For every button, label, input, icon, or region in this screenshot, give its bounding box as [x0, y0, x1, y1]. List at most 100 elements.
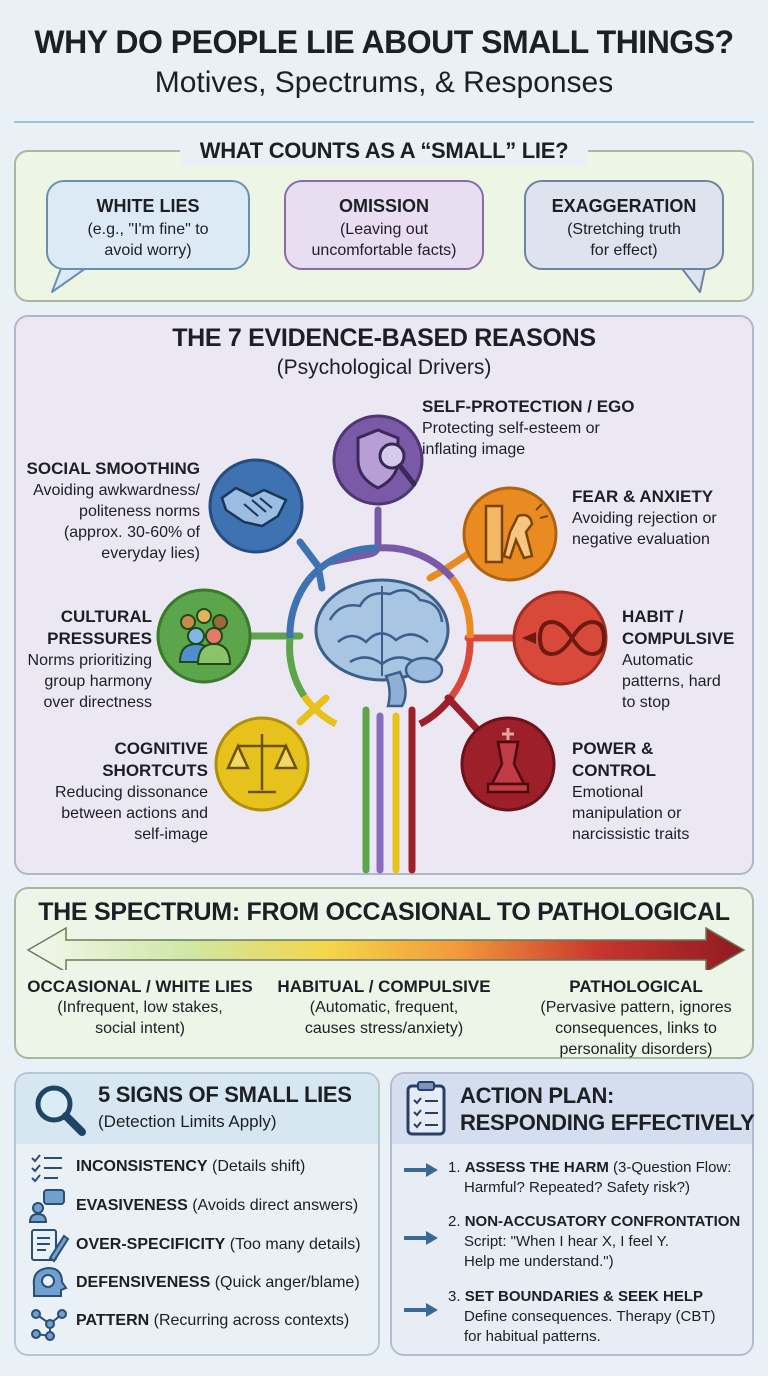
reason-line: Avoiding rejection or: [572, 510, 717, 527]
omission-line2: uncomfortable facts): [311, 242, 457, 259]
exaggeration-label: EXAGGERATION: [551, 196, 697, 216]
reason-line: everyday lies): [101, 545, 200, 562]
reason-line: narcissistic traits: [572, 826, 690, 843]
reason-label: COMPULSIVE: [622, 629, 735, 648]
reason-cultural-pressures: CULTURAL PRESSURES Norms prioritizing gr…: [16, 606, 152, 713]
spectrum-stage-habitual: HABITUAL / COMPULSIVE (Automatic, freque…: [270, 976, 498, 1039]
exaggeration-bubble: EXAGGERATION (Stretching truth for effec…: [524, 180, 724, 270]
speech-person-icon: [28, 1189, 65, 1223]
spectrum-arrow: [26, 926, 746, 970]
reason-label: SOCIAL SMOOTHING: [26, 459, 200, 478]
stage-line: (Infrequent, low stakes,: [57, 999, 223, 1016]
stage-label: PATHOLOGICAL: [569, 977, 703, 996]
action-title-line2: RESPONDING EFFECTIVELY: [460, 1110, 755, 1135]
checklist-icon: [31, 1154, 62, 1183]
reason-line: politeness norms: [79, 503, 200, 520]
action-step-3: 3. SET BOUNDARIES & SEEK HELP Define con…: [448, 1287, 748, 1347]
step-line: Help me understand."): [464, 1253, 614, 1270]
sign-over-specificity: OVER-SPECIFICITY (Too many details): [76, 1236, 361, 1254]
reason-line: self-image: [134, 826, 208, 843]
sign-inconsistency: INCONSISTENCY (Details shift): [76, 1158, 305, 1176]
stage-line: (Automatic, frequent,: [309, 999, 459, 1016]
cultural-pressures-icon: [156, 588, 252, 684]
exaggeration-line1: (Stretching truth: [567, 221, 681, 238]
reason-line: inflating image: [422, 441, 526, 458]
reason-line: between actions and: [61, 805, 208, 822]
reason-line: to stop: [622, 694, 671, 711]
reasons-title: THE 7 EVIDENCE-BASED REASONS: [172, 324, 596, 352]
reason-label: PRESSURES: [47, 629, 152, 648]
reason-label: FEAR & ANXIETY: [572, 487, 714, 506]
document-pen-icon: [31, 1229, 70, 1263]
reason-fear-anxiety: FEAR & ANXIETY Avoiding rejection or neg…: [572, 486, 752, 550]
white-lies-label: WHITE LIES: [96, 196, 200, 216]
step-line: Harmful? Repeated? Safety risk?): [464, 1179, 690, 1196]
sign-label: INCONSISTENCY: [76, 1158, 208, 1175]
sign-detail: (Details shift): [207, 1158, 306, 1175]
sign-detail: (Too many details): [225, 1236, 361, 1253]
reason-label: HABIT /: [622, 607, 684, 626]
white-lies-line1: (e.g., "I'm fine" to: [87, 221, 209, 238]
stage-line: social intent): [95, 1020, 185, 1037]
spectrum-panel: [14, 887, 754, 1059]
reason-social-smoothing: SOCIAL SMOOTHING Avoiding awkwardness/ p…: [20, 458, 200, 564]
fear-anxiety-icon: [462, 486, 558, 582]
step-line: Script: "When I hear X, I feel Y.: [464, 1233, 669, 1250]
clipboard-icon: [406, 1081, 446, 1136]
reason-label: SHORTCUTS: [102, 761, 208, 780]
reason-label: COGNITIVE: [114, 739, 208, 758]
omission-label: OMISSION: [338, 196, 429, 216]
arrow-right-icon: [404, 1231, 438, 1245]
action-title-line1: ACTION PLAN:: [460, 1083, 615, 1108]
page-title: WHY DO PEOPLE LIE ABOUT SMALL THINGS?: [34, 24, 734, 60]
action-title: ACTION PLAN: RESPONDING EFFECTIVELY: [460, 1082, 755, 1136]
step-detail: (3-Question Flow:: [608, 1159, 732, 1176]
sign-defensiveness: DEFENSIVENESS (Quick anger/blame): [76, 1274, 360, 1292]
signs-title: 5 SIGNS OF SMALL LIES: [98, 1082, 352, 1107]
sign-detail: (Avoids direct answers): [187, 1197, 359, 1214]
stage-label: HABITUAL / COMPULSIVE: [277, 977, 491, 996]
head-gear-icon: [32, 1266, 68, 1297]
stage-line: causes stress/anxiety): [304, 1020, 464, 1037]
action-header: [392, 1074, 752, 1144]
action-arrows: [404, 1163, 438, 1317]
reason-line: over directness: [43, 694, 153, 711]
white-lies-bubble: WHITE LIES (e.g., "I'm fine" to avoid wo…: [46, 180, 250, 270]
sign-detail: (Recurring across contexts): [149, 1312, 350, 1329]
reason-habit-compulsive: HABIT / COMPULSIVE Automatic patterns, h…: [622, 606, 752, 713]
step-line: Define consequences. Therapy (CBT): [464, 1308, 716, 1325]
sign-label: PATTERN: [76, 1312, 150, 1329]
reason-label: CONTROL: [572, 761, 657, 780]
reason-line: group harmony: [44, 673, 152, 690]
reason-line: manipulation or: [572, 805, 682, 822]
signs-subtitle: (Detection Limits Apply): [98, 1112, 277, 1131]
reason-cognitive-shortcuts: COGNITIVE SHORTCUTS Reducing dissonance …: [20, 738, 208, 845]
brain-icon: [314, 578, 450, 708]
stage-line: (Pervasive pattern, ignores: [540, 999, 732, 1016]
reason-line: Emotional: [572, 784, 644, 801]
step-label: SET BOUNDARIES & SEEK HELP: [464, 1288, 704, 1305]
habit-compulsive-icon: [512, 590, 608, 686]
page-subtitle: Motives, Spectrums, & Responses: [154, 66, 614, 99]
sign-label: OVER-SPECIFICITY: [76, 1236, 226, 1253]
arrow-right-icon: [404, 1303, 438, 1317]
stage-line: personality disorders): [559, 1041, 713, 1058]
step-number: 3.: [448, 1288, 465, 1305]
stage-label: OCCASIONAL / WHITE LIES: [27, 977, 253, 996]
sign-label: EVASIVENESS: [76, 1197, 188, 1214]
reason-line: Protecting self-esteem or: [422, 420, 600, 437]
reason-line: Automatic: [622, 652, 694, 669]
reason-line: Reducing dissonance: [55, 784, 208, 801]
reason-label: POWER &: [572, 739, 654, 758]
sign-label: DEFENSIVENESS: [76, 1274, 211, 1291]
reason-self-protection: SELF-PROTECTION / EGO Protecting self-es…: [422, 396, 722, 460]
network-nodes-icon: [31, 1309, 67, 1341]
step-label: ASSESS THE HARM: [464, 1159, 609, 1176]
sign-pattern: PATTERN (Recurring across contexts): [76, 1312, 349, 1330]
spectrum-stage-pathological: PATHOLOGICAL (Pervasive pattern, ignores…: [522, 976, 750, 1060]
reason-line: Norms prioritizing: [27, 652, 152, 669]
white-lies-line2: avoid worry): [104, 242, 192, 259]
self-protection-icon: [332, 414, 424, 506]
header-divider: [14, 121, 754, 123]
social-smoothing-icon: [208, 458, 304, 554]
